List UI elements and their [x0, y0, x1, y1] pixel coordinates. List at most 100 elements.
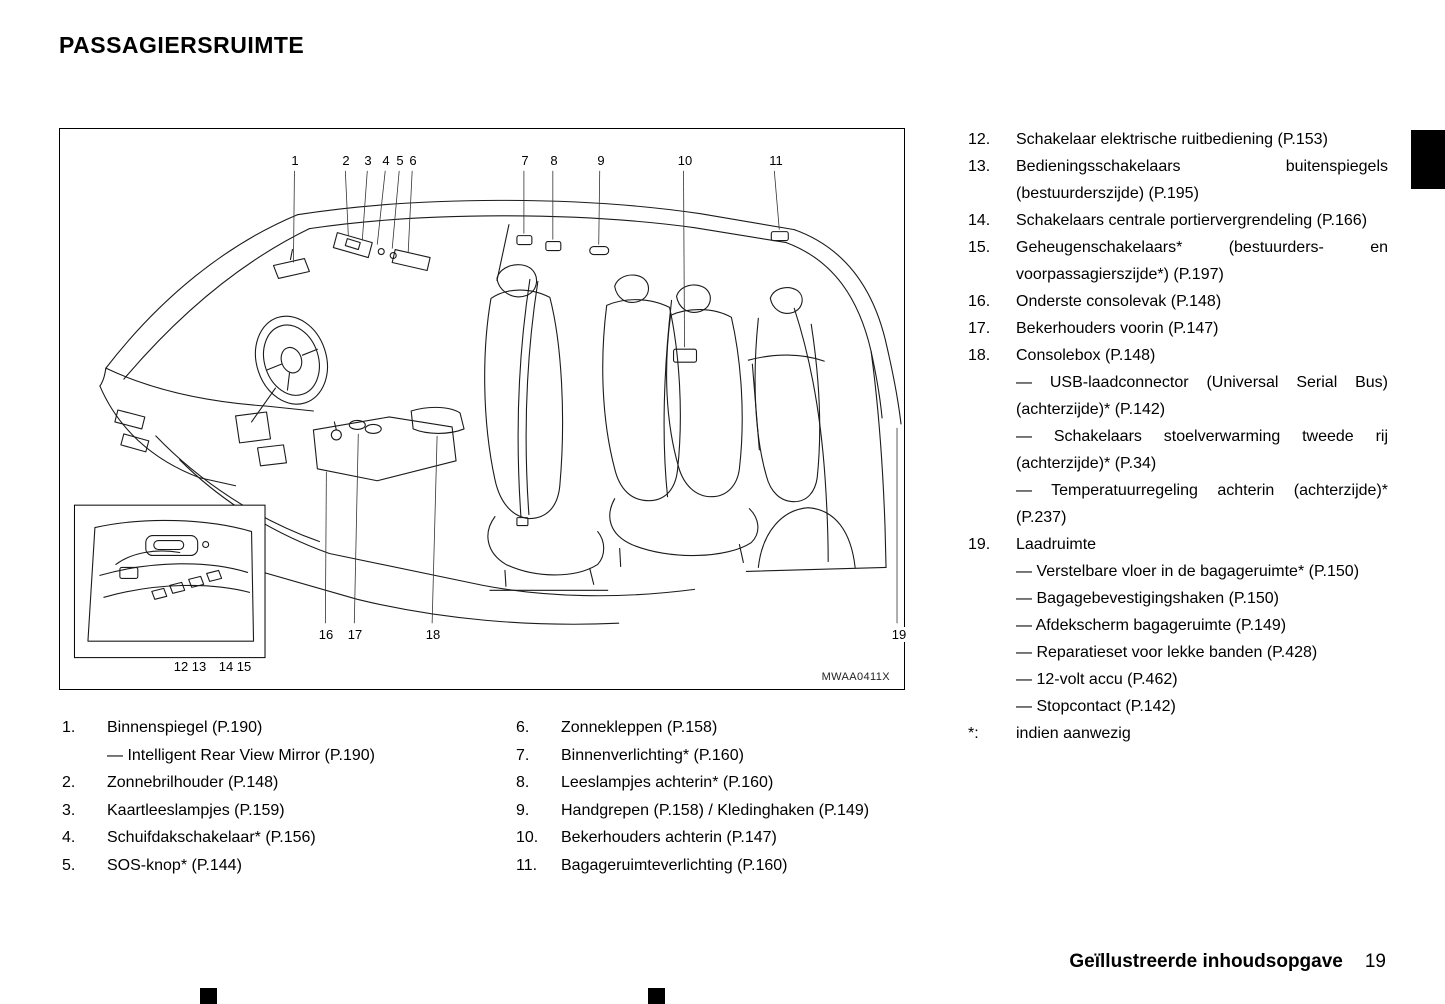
item-number: 19.: [968, 536, 991, 553]
legend-list-left: 1. Binnenspiegel (P.190) — Intelligent R…: [62, 714, 502, 879]
legend-item: 10. Bekerhouders achterin (P.147): [516, 824, 956, 852]
item-number: 9.: [516, 801, 530, 819]
callout-7: 7: [520, 153, 530, 168]
item-text: — Intelligent Rear View Mirror (P.190): [107, 746, 375, 764]
door-panel-inset: [73, 504, 266, 659]
legend-item: 17. Bekerhouders voorin (P.147): [968, 315, 1388, 342]
legend-subitem: — Afdekscherm bagageruimte (P.149): [1016, 617, 1287, 634]
callout-6: 6: [408, 153, 418, 168]
legend-item: 11. Bagageruimteverlichting (P.160): [516, 852, 956, 880]
callout-leader-lines: [158, 170, 898, 654]
callout-19: 19: [890, 627, 908, 642]
print-mark: [200, 988, 217, 1004]
item-text: Schakelaar elektrische ruitbediening (P.…: [1016, 131, 1328, 148]
page-number: 19: [1364, 951, 1386, 972]
legend-item: 14. Schakelaars centrale portiervergrend…: [968, 207, 1388, 234]
item-text: Leeslampjes achterin* (P.160): [561, 774, 774, 791]
page-title: PASSAGIERSRUIMTE: [59, 32, 305, 58]
callout-1: 1: [290, 153, 300, 168]
car-body-lines: [99, 199, 902, 625]
item-text: indien aanwezig: [1016, 725, 1131, 742]
legend-item: 15. Geheugenschakelaars* (bestuurders- e…: [968, 234, 1388, 288]
item-text: Laadruimte: [1016, 536, 1097, 553]
item-number: 7.: [516, 746, 530, 764]
legend-item: 16. Onderste consolevak (P.148): [968, 288, 1388, 315]
item-number: 8.: [516, 774, 530, 791]
legend-item: 8. Leeslampjes achterin* (P.160): [516, 769, 956, 797]
interior-overview-figure: 1 2 3 4 5 6 7 8 9 10 11 16 17 18 19 12 1…: [59, 128, 908, 690]
item-number: 1.: [62, 719, 76, 736]
legend-item: 6. Zonnekleppen (P.158): [516, 714, 956, 742]
item-number: 17.: [968, 320, 991, 337]
item-text: Binnenspiegel (P.190): [107, 719, 263, 736]
callout-4: 4: [381, 153, 391, 168]
item-number: 10.: [516, 829, 539, 846]
item-number: *:: [968, 725, 979, 742]
item-text: Schakelaars centrale portiervergrendelin…: [1016, 212, 1368, 229]
legend-item: 19. Laadruimte: [968, 531, 1388, 558]
callout-14: 14: [217, 659, 235, 674]
callout-8: 8: [549, 153, 559, 168]
item-number: 5.: [62, 856, 76, 874]
item-text: Schuifdakschakelaar* (P.156): [107, 829, 316, 846]
item-text: Zonnebrilhouder (P.148): [107, 774, 279, 791]
callout-12: 12: [172, 659, 190, 674]
item-text: Bagageruimteverlichting (P.160): [561, 856, 788, 874]
callout-17: 17: [346, 627, 364, 642]
callout-18: 18: [424, 627, 442, 642]
callout-11: 11: [768, 153, 784, 168]
legend-subitem: — Intelligent Rear View Mirror (P.190): [62, 742, 502, 770]
legend-item: 18. Consolebox (P.148): [968, 342, 1388, 369]
item-text: Binnenverlichting* (P.160): [561, 746, 744, 764]
item-number: 6.: [516, 719, 530, 736]
legend-subitem: — Verstelbare vloer in de bagageruimte* …: [1016, 563, 1360, 580]
item-number: 12.: [968, 131, 991, 148]
footer: Geïllustreerde inhoudsopgave 19: [1069, 951, 1386, 973]
legend-subitem: — USB-laadconnector (Universal Serial Bu…: [1016, 374, 1388, 418]
item-text: Zonnekleppen (P.158): [561, 719, 718, 736]
legend-subitem: — Stopcontact (P.142): [1016, 698, 1176, 715]
legend-item: 13. Bedieningsschakelaars buitenspiegels…: [968, 153, 1388, 207]
legend-list-middle: 6. Zonnekleppen (P.158) 7. Binnenverlich…: [516, 714, 956, 879]
item-number: 18.: [968, 347, 991, 364]
legend-item: *: indien aanwezig: [968, 720, 1388, 747]
legend-item: 2. Zonnebrilhouder (P.148): [62, 769, 502, 797]
item-number: 4.: [62, 829, 76, 846]
callout-9: 9: [596, 153, 606, 168]
legend-subitem: — Reparatieset voor lekke banden (P.428): [1016, 644, 1318, 661]
item-number: 11.: [516, 856, 538, 874]
item-number: 13.: [968, 158, 991, 175]
item-text: Onderste consolevak (P.148): [1016, 293, 1222, 310]
legend-subitem: — Bagagebevestigingshaken (P.150): [1016, 590, 1279, 607]
item-number: 15.: [968, 239, 991, 256]
figure-code: MWAA0411X: [821, 671, 890, 683]
car-interior-illustration: [73, 170, 902, 659]
item-text: SOS-knop* (P.144): [107, 856, 242, 874]
callout-3: 3: [363, 153, 373, 168]
print-mark: [648, 988, 665, 1004]
item-text: Consolebox (P.148): [1016, 347, 1156, 364]
item-text: Bekerhouders achterin (P.147): [561, 829, 777, 846]
item-text: Bedieningsschakelaars buitenspiegels (be…: [1016, 158, 1388, 202]
item-text: Kaartleeslampjes (P.159): [107, 801, 285, 819]
item-number: 3.: [62, 801, 76, 819]
callout-5: 5: [395, 153, 405, 168]
legend-subitem: — 12-volt accu (P.462): [1016, 671, 1178, 688]
legend-item: 4. Schuifdakschakelaar* (P.156): [62, 824, 502, 852]
legend-item: 1. Binnenspiegel (P.190): [62, 714, 502, 742]
callout-10: 10: [676, 153, 694, 168]
legend-subitem: — Schakelaars stoelverwarming tweede rij…: [1016, 428, 1388, 472]
legend-list-right: 12. Schakelaar elektrische ruitbediening…: [968, 126, 1388, 747]
legend-item: 5. SOS-knop* (P.144): [62, 852, 502, 880]
callout-2: 2: [341, 153, 351, 168]
item-number: 16.: [968, 293, 991, 310]
legend-subitem: — Temperatuurregeling achterin (achterzi…: [1016, 482, 1388, 526]
callout-13: 13: [190, 659, 208, 674]
footer-section-title: Geïllustreerde inhoudsopgave: [1069, 951, 1343, 972]
legend-item: 9. Handgrepen (P.158) / Kledinghaken (P.…: [516, 797, 956, 825]
item-number: 14.: [968, 212, 991, 229]
section-tab-marker: [1411, 130, 1445, 189]
callout-15: 15: [235, 659, 253, 674]
callout-16: 16: [317, 627, 335, 642]
item-text: Handgrepen (P.158) / Kledinghaken (P.149…: [561, 801, 870, 819]
